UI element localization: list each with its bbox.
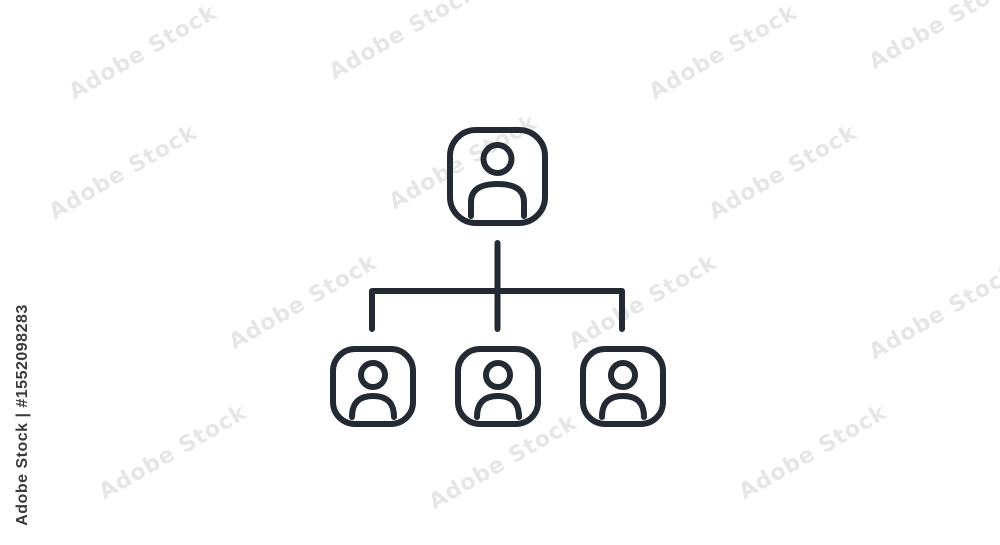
bottom-center-person-icon xyxy=(455,346,541,427)
bottom-right-person-icon xyxy=(580,346,666,427)
connector-lines xyxy=(369,240,625,332)
bottom-left-person-icon xyxy=(330,346,416,427)
stock-id-label: Adobe Stock | #1552098283 xyxy=(12,300,34,530)
stock-id-text: Adobe Stock | #1552098283 xyxy=(14,304,32,526)
top-person-icon xyxy=(447,127,548,226)
